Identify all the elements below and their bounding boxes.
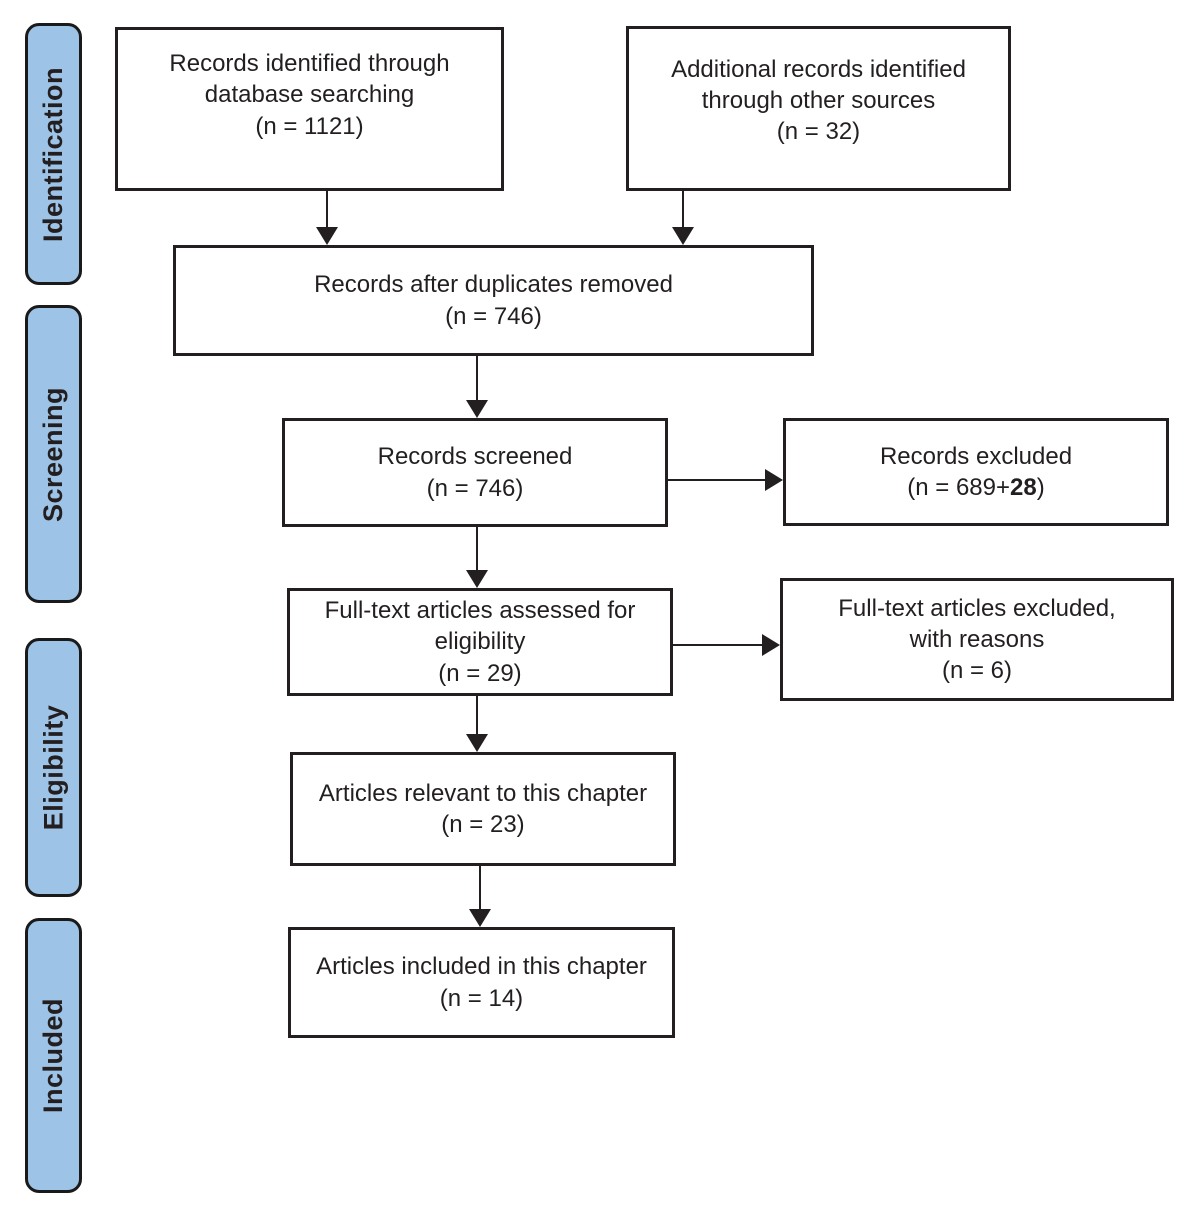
box-records-screened: Records screened (n = 746) [282, 418, 668, 527]
box-fulltext-assessed-count: (n = 29) [438, 659, 522, 687]
box-articles-relevant: Articles relevant to this chapter (n = 2… [290, 752, 676, 866]
box-fulltext-excluded: Full-text articles excluded, with reason… [780, 578, 1174, 701]
box-records-identified-database: Records identified through database sear… [115, 27, 504, 191]
arrow-fulltext-to-fulltext-excluded [672, 644, 762, 646]
box-records-excluded-count-prefix: (n = 689+ [907, 474, 1011, 501]
stage-bar-included: Included [25, 918, 82, 1193]
box-additional-records-other-sources: Additional records identified through ot… [626, 26, 1011, 191]
box-fulltext-assessed-label: Full-text articles assessed for eligibil… [324, 597, 636, 656]
box-articles-included-label: Articles included in this chapter [316, 953, 647, 981]
box-records-excluded-count: (n = 689+28) [907, 472, 1044, 503]
box-articles-relevant-count: (n = 23) [441, 811, 525, 838]
arrow-database-to-dedup [326, 191, 328, 227]
box-records-excluded-count-suffix: ) [1036, 474, 1045, 501]
arrow-screened-to-fulltext [476, 526, 478, 570]
arrow-other-sources-to-dedup [682, 190, 684, 227]
box-additional-records-other-sources-label: Additional records identified through ot… [671, 55, 966, 114]
box-fulltext-excluded-label: Full-text articles excluded, with reason… [838, 594, 1116, 653]
box-fulltext-excluded-count: (n = 6) [941, 657, 1013, 685]
stage-label-screening: Screening [38, 386, 69, 522]
box-additional-records-other-sources-count: (n = 32) [776, 118, 861, 146]
box-records-excluded-count-bold: 28 [1010, 474, 1037, 501]
box-records-after-duplicates-removed-label: Records after duplicates removed [314, 271, 673, 299]
box-articles-relevant-label: Articles relevant to this chapter [318, 779, 648, 807]
box-records-screened-count: (n = 746) [426, 474, 524, 502]
box-fulltext-assessed: Full-text articles assessed for eligibil… [287, 588, 673, 696]
stage-label-eligibility: Eligibility [38, 704, 69, 831]
arrow-dedup-to-screened [476, 355, 478, 400]
box-records-identified-database-count: (n = 1121) [255, 112, 364, 140]
box-records-screened-label: Records screened [377, 443, 573, 471]
stage-label-identification: Identification [38, 66, 68, 242]
box-articles-included: Articles included in this chapter (n = 1… [288, 927, 675, 1038]
box-articles-included-count: (n = 14) [439, 984, 524, 1012]
stage-label-included: Included [38, 997, 69, 1114]
arrow-fulltext-to-relevant [476, 695, 478, 734]
stage-bar-screening: Screening [25, 305, 82, 603]
box-records-identified-database-label: Records identified through database sear… [169, 50, 450, 109]
stage-bar-identification: Identification [25, 23, 82, 285]
stage-bar-eligibility: Eligibility [25, 638, 82, 897]
box-records-excluded: Records excluded (n = 689+28) [783, 418, 1169, 526]
arrow-relevant-to-included [479, 865, 481, 909]
box-records-excluded-label: Records excluded [879, 442, 1073, 470]
arrow-screened-to-excluded [668, 479, 765, 481]
box-records-after-duplicates-removed: Records after duplicates removed (n = 74… [173, 245, 814, 356]
box-records-after-duplicates-removed-count: (n = 746) [445, 302, 542, 330]
